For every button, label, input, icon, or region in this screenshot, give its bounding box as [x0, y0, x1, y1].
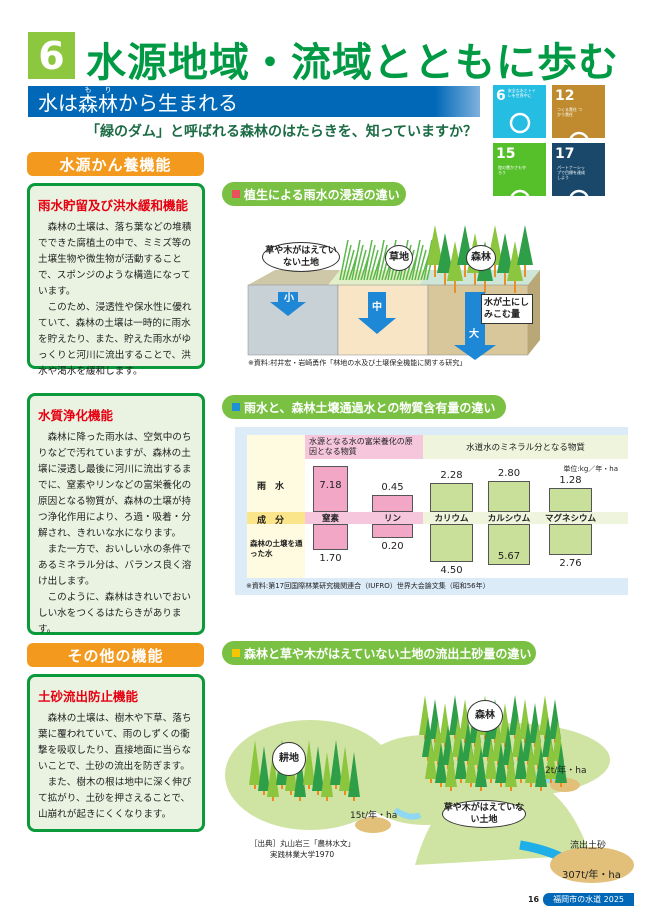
bar-soil-2: [430, 524, 473, 562]
page-title: 水源地域・流域とともに歩む: [86, 40, 619, 86]
label-bare-land: 草や木がはえていない土地: [442, 800, 526, 828]
box-text: 森林に降った雨水は、空気中のちりなどで汚れていますが、森林の土壌に浸透し最後に河…: [38, 432, 192, 539]
amount-large: 大: [469, 329, 479, 340]
sdg-goal-17-icon: 17 パートナーシップで目標を達成しよう: [552, 143, 605, 211]
unit-label: 単位:kg／年・ha: [563, 465, 618, 473]
subtitle: 「緑のダム」と呼ばれる森林のはたらきを、知っていますか？: [86, 124, 478, 140]
figure-title-infiltration: 植生による雨水の浸透の違い: [222, 182, 406, 206]
value-label-soil: 0.20: [381, 541, 404, 553]
callout-infiltration: 水が土にしみこむ量: [481, 294, 533, 324]
figure-title-substances: 雨水と、森林土壌通過水との物質含有量の違い: [222, 395, 506, 419]
bar-soil-4: [549, 524, 592, 556]
amount-small: 小: [284, 293, 294, 304]
box-heading: 土砂流出防止機能: [38, 689, 139, 704]
banner-ruby-text: もり: [78, 86, 118, 94]
value-label-soil: 4.50: [440, 564, 463, 576]
section-number-badge: 6: [28, 32, 75, 79]
value-label-soil: 5.67: [497, 551, 521, 563]
substance-chart: 水源となる水の富栄養化の原因となる物質 水道水のミネラル分となる物質 単位:kg…: [235, 427, 628, 595]
sdg-label: パートナーシップで目標を達成しよう: [557, 165, 585, 180]
figure-title-text: 森林と草や木がはえていない土地の流出土砂量の違い: [244, 646, 532, 661]
banner-pre: 水は: [38, 91, 78, 115]
label-sediment: 流出土砂: [570, 841, 607, 851]
section-banner: 水は森林もりから生まれる: [28, 86, 480, 117]
sdg-goal-15-icon: 15 陸の豊かさも守ろう: [493, 143, 546, 211]
banner-post: から生まれる: [118, 91, 238, 115]
bare-amount: 307t/年・ha: [562, 870, 621, 881]
bar-rain-2: [430, 482, 473, 512]
source-note: ［出典］丸山岩三「農林水文」: [250, 839, 355, 848]
box-text: 森林の土壌は、樹木や下草、落ち葉に覆われていて、雨のしずくの衝撃を吸収したり、直…: [38, 713, 192, 772]
box-heading: 水質浄化機能: [38, 408, 114, 423]
sdg-goal-12-icon: 12 つくる責任 つかう責任: [552, 85, 605, 153]
label-forest: 森林: [467, 700, 503, 732]
bar-soil-0: [313, 524, 348, 551]
sdg-number: 15: [496, 146, 516, 162]
forest-amount: 2t/年・ha: [545, 766, 587, 776]
label-bare-land: 草や木がはえていない土地: [262, 242, 340, 272]
box-heading: 雨水貯留及び洪水緩和機能: [38, 198, 189, 213]
publication-label: 福岡市の水道 2025: [543, 893, 634, 906]
value-label-soil: 1.70: [319, 553, 342, 565]
value-label-rain: 0.45: [381, 481, 404, 493]
value-label-rain: 2.80: [497, 467, 521, 479]
amount-medium: 中: [372, 302, 382, 313]
info-box-erosion: 土砂流出防止機能 森林の土壌は、樹木や下草、落ち葉に覆われていて、雨のしずくの衝…: [27, 674, 205, 832]
value-label-rain: 7.18: [319, 480, 342, 492]
figure-title-text: 雨水と、森林土壌通過水との物質含有量の違い: [244, 400, 496, 415]
section-header-water-source: 水源かん養機能: [27, 152, 204, 176]
box-text: このため、浸透性や保水性に優れていて、森林の土壌は一時的に雨水を貯えたり、また、…: [38, 302, 192, 377]
square-marker-icon: [232, 403, 240, 411]
sdg-label: 安全な水とトイレを世界中に: [507, 88, 536, 98]
section-header-other: その他の機能: [27, 643, 204, 667]
row-label-rain: 雨 水: [257, 482, 285, 492]
row-label-soil-water: 森林の土壌を通った水: [250, 539, 303, 558]
bar-soil-3: [488, 524, 530, 566]
sdg-number: 17: [555, 146, 575, 162]
infiltration-diagram: [247, 225, 540, 360]
category-label: カリウム: [434, 514, 469, 524]
banner-ruby: 森林: [78, 92, 118, 116]
label-grassland: 草地: [385, 245, 413, 271]
group1-header: 水源となる水の富栄養化の原因となる物質: [305, 435, 423, 459]
source-note: 実践林業大学1970: [270, 850, 335, 859]
source-note: ※資料:第17回国際林業研究機関連合（IUFRO）世界大会論文集（昭和56年）: [246, 582, 490, 590]
bar-rain-0: [313, 466, 348, 512]
category-label: マグネシウム: [544, 514, 596, 524]
box-text: 森林の土壌は、落ち葉などの堆積でできた腐植土の中で、ミミズ等の土壌生物や微生物が…: [38, 222, 192, 297]
bar-soil-1: [372, 524, 413, 539]
box-text: このように、森林はきれいでおいしい水をつくるはたらきがあります。: [38, 592, 191, 635]
label-forest: 森林: [466, 245, 496, 271]
bar-rain-1: [372, 494, 413, 512]
label-farmland: 耕地: [272, 742, 306, 776]
sdg-label: 陸の豊かさも守ろう: [498, 165, 526, 175]
sdg-number: 6: [496, 88, 506, 104]
value-label-rain: 2.28: [440, 469, 463, 481]
group2-header: 水道水のミネラル分となる物質: [423, 435, 628, 459]
row-label-component: 成 分: [257, 516, 285, 526]
figure-title-text: 植生による雨水の浸透の違い: [244, 187, 400, 202]
sdg-label: つくる責任 つかう責任: [557, 107, 583, 117]
category-label: 窒素: [321, 514, 339, 524]
figure-title-sediment: 森林と草や木がはえていない土地の流出土砂量の違い: [222, 641, 536, 665]
page-number: 16: [527, 895, 540, 904]
bar-rain-3: [488, 480, 530, 512]
box-text: また、樹木の根は地中に深く伸びて拡がり、土砂を押さえることで、山崩れが起きにくく…: [38, 777, 192, 820]
sdg-number: 12: [555, 88, 575, 104]
value-label-soil: 2.76: [559, 558, 582, 570]
source-note: ※資料:村井宏・岩崎勇作「林地の水及び土壌保全機能に関する研究」: [248, 359, 467, 367]
farm-amount: 15t/年・ha: [350, 811, 398, 821]
square-marker-icon: [232, 649, 240, 657]
info-box-storage: 雨水貯留及び洪水緩和機能 森林の土壌は、落ち葉などの堆積でできた腐植土の中で、ミ…: [27, 183, 205, 377]
info-box-purification: 水質浄化機能 森林に降った雨水は、空気中のちりなどで汚れていますが、森林の土壌に…: [27, 393, 205, 635]
category-label: リン: [383, 514, 401, 524]
box-text: また一方で、おいしい水の条件であるミネラル分は、バランス良く溶け出します。: [38, 544, 192, 587]
value-label-rain: 1.28: [559, 475, 582, 487]
bar-rain-4: [549, 488, 592, 512]
category-label: カルシウム: [487, 514, 531, 524]
square-marker-icon: [232, 190, 240, 198]
